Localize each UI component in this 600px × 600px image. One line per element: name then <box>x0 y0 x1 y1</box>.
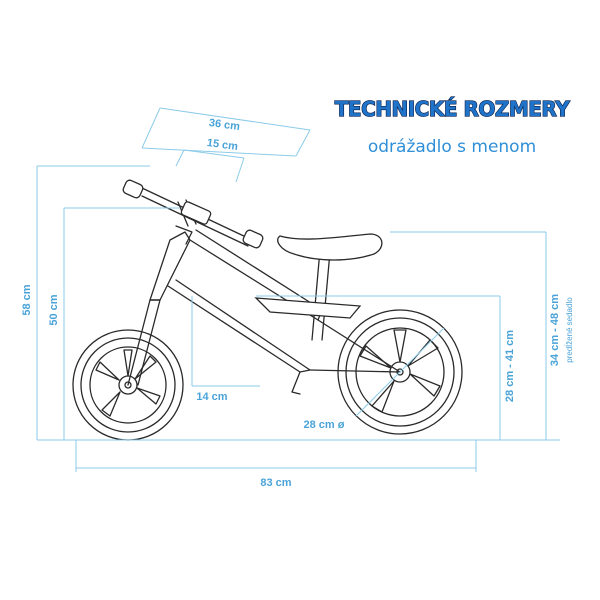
label-frame-offset: 14 cm <box>196 391 227 403</box>
rear-wheel <box>337 309 463 435</box>
seat <box>277 233 383 261</box>
label-total-height: 58 cm <box>21 284 33 315</box>
label-handlebar-width: 36 cm <box>208 117 241 133</box>
diagram-title: TECHNICKÉ ROZMERY <box>335 97 570 121</box>
label-wheel-diameter: 28 cm ø <box>304 419 345 431</box>
dimension-lines <box>36 107 560 472</box>
handlebar <box>122 179 264 249</box>
label-seat-note: predĺžené sedadlo <box>565 297 574 363</box>
diagram-subtitle: odrážadlo s menom <box>368 137 536 157</box>
label-total-length: 83 cm <box>260 477 291 489</box>
label-handlebar-height: 50 cm <box>48 294 60 325</box>
label-wheel-height-range: 28 cm - 41 cm <box>504 330 516 402</box>
balance-bike-drawing <box>72 179 463 441</box>
label-seat-height-range: 34 cm - 48 cm <box>549 294 561 366</box>
label-grip-spacing: 15 cm <box>206 137 239 153</box>
